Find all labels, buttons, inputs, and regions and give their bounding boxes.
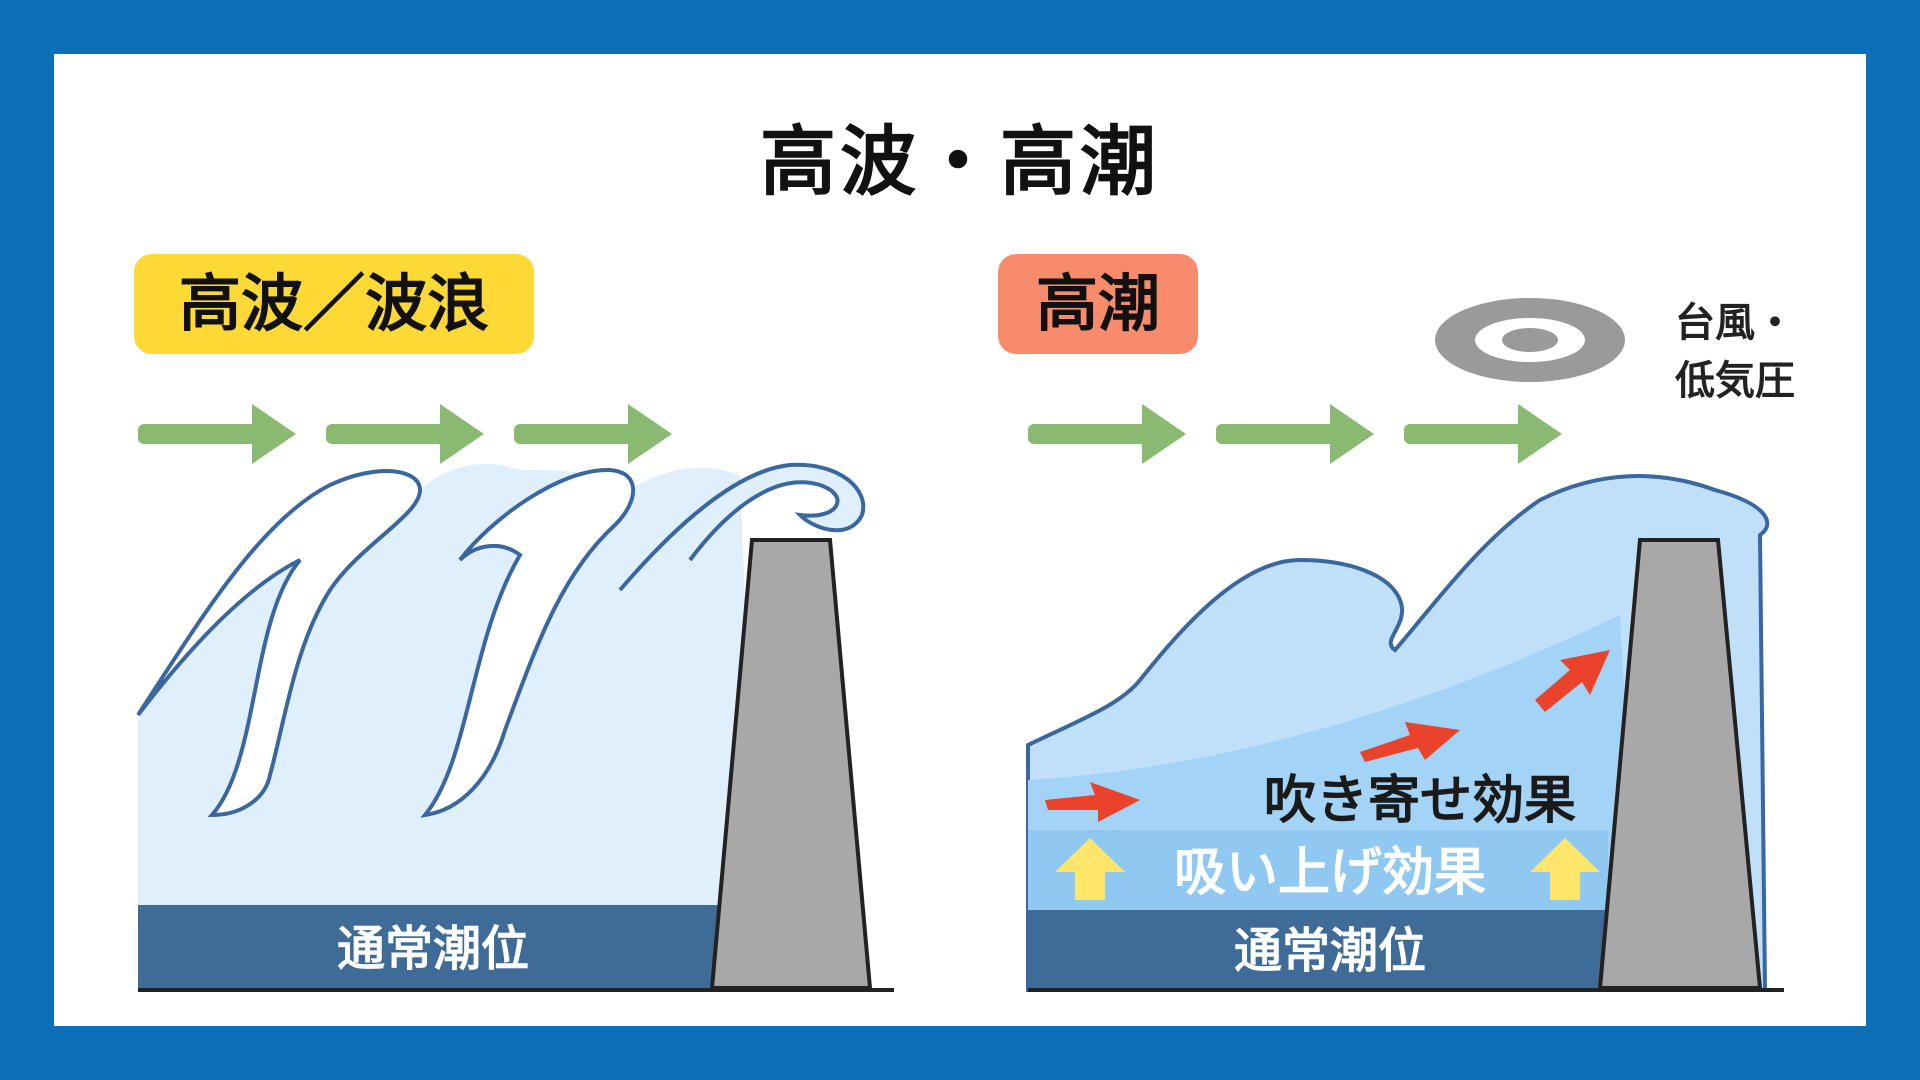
wind-setup-label: 吹き寄せ効果 bbox=[1264, 771, 1576, 831]
typhoon-icon bbox=[1435, 298, 1625, 382]
red-arrow bbox=[1045, 782, 1140, 822]
yellow-arrow-left bbox=[1055, 838, 1125, 900]
wind-arrow bbox=[326, 404, 484, 464]
wind-arrow bbox=[1404, 404, 1562, 464]
left-base-label: 通常潮位 bbox=[337, 921, 529, 977]
wind-arrow bbox=[514, 404, 672, 464]
red-arrow bbox=[1360, 722, 1460, 762]
right-base-label: 通常潮位 bbox=[1234, 923, 1426, 979]
heading-high-waves: 高波／波浪 bbox=[134, 254, 534, 354]
yellow-arrow-right bbox=[1530, 838, 1600, 900]
left-illustration: 通常潮位 bbox=[136, 404, 894, 992]
typhoon-label-line2: 低気圧 bbox=[1675, 358, 1795, 404]
left-wave-1 bbox=[136, 469, 423, 818]
right-suction-band bbox=[1028, 830, 1608, 910]
page-title: 高波・高潮 bbox=[760, 117, 1160, 206]
wind-arrow bbox=[1216, 404, 1374, 464]
heading-storm-surge: 高潮 bbox=[998, 254, 1198, 354]
suction-label: 吸い上げ効果 bbox=[1174, 843, 1486, 903]
wind-arrow bbox=[138, 404, 296, 464]
typhoon-label-line1: 台風・ bbox=[1675, 300, 1795, 346]
red-arrow bbox=[1535, 650, 1610, 712]
left-wave-2 bbox=[420, 467, 636, 818]
right-illustration: 台風・ 低気圧 吹き寄せ効果 吸い上げ効果 通常潮位 bbox=[1026, 298, 1795, 992]
right-base-tide bbox=[1028, 910, 1608, 990]
left-wind-arrows bbox=[138, 404, 672, 464]
right-wind-arrows bbox=[1028, 404, 1562, 464]
wind-arrow bbox=[1028, 404, 1186, 464]
left-wave-3 bbox=[618, 462, 866, 592]
suction-arrows bbox=[1055, 838, 1600, 900]
wind-setup-arrows bbox=[1045, 650, 1610, 822]
left-base-tide bbox=[138, 905, 728, 990]
